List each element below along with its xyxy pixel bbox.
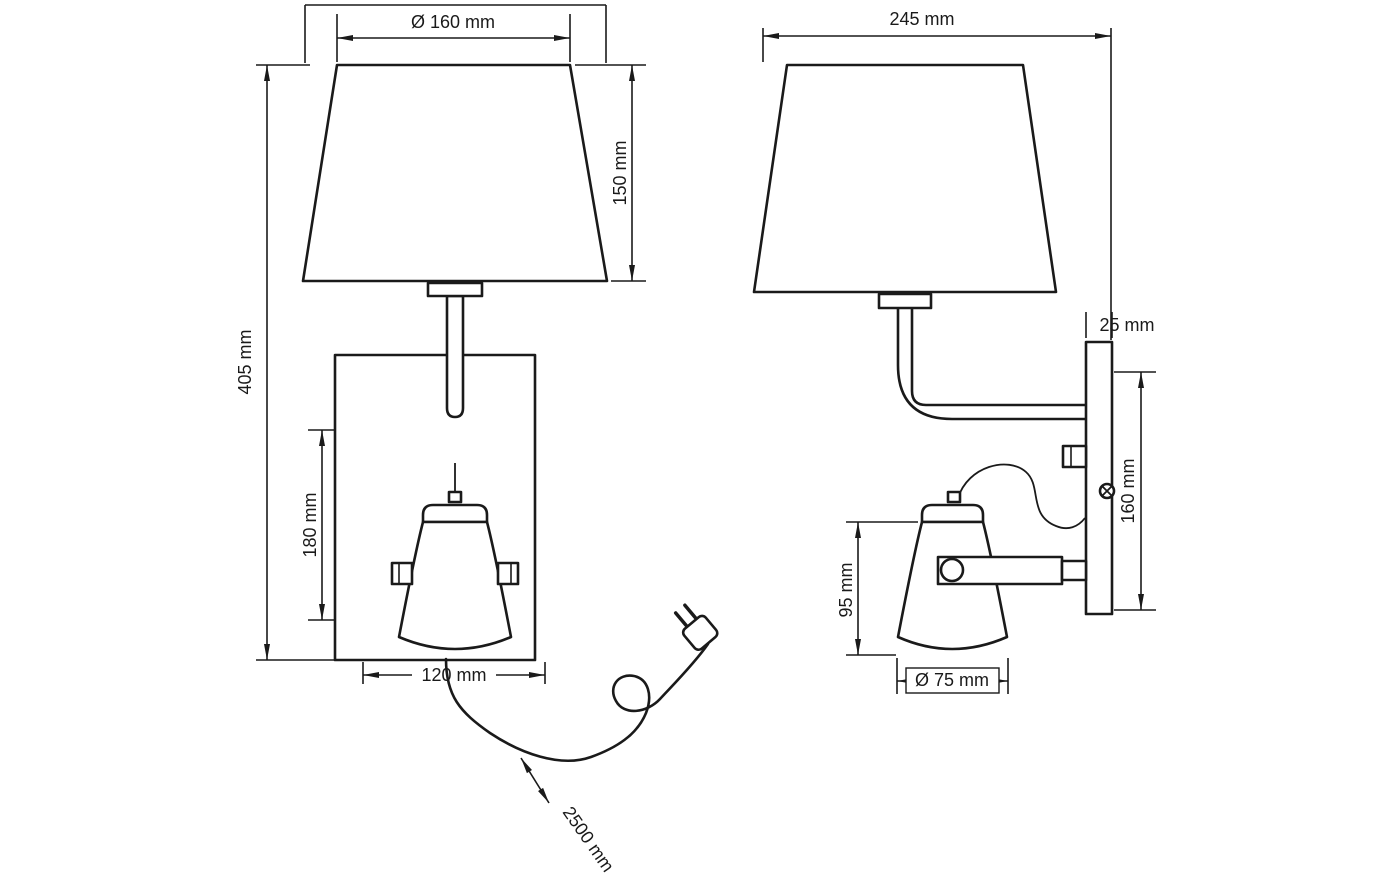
dim-label-spot-height: 95 mm (836, 562, 856, 617)
side-dim-spot-diameter: Ø 75 mm (896, 658, 1009, 694)
arm-inner (910, 308, 1086, 407)
plug-prong (683, 603, 699, 621)
spot-cap (421, 503, 489, 524)
plug (673, 603, 719, 652)
front-dim-shade-diameter: Ø 160 mm (336, 12, 571, 62)
side-view: 245 mm 25 mm 160 mm (752, 9, 1156, 694)
screw-cross (1101, 485, 1113, 497)
side-dim-spot-height: 95 mm (836, 521, 918, 656)
side-dim-plate-height: 160 mm (1114, 371, 1156, 611)
plate-screw (1098, 482, 1116, 500)
spot-cap (920, 503, 985, 524)
label-box (905, 667, 1000, 694)
side-spotlight (896, 490, 1088, 651)
spot-fitting (946, 490, 962, 504)
plug-body (681, 614, 719, 652)
dim-label-plate-depth: 25 mm (1099, 315, 1154, 335)
dim-label-overall-height: 405 mm (235, 329, 255, 394)
dim-label-backplate-width: 120 mm (421, 665, 486, 685)
dim-label-backplate-height: 180 mm (300, 492, 320, 557)
side-dim-overall-depth: 245 mm (762, 9, 1112, 340)
dim-label-overall-depth: 245 mm (889, 9, 954, 29)
spot-pivot (939, 557, 965, 583)
spot-fitting (447, 490, 463, 504)
side-arm-tube (896, 308, 1086, 421)
front-dim-cable-length: 2500 mm (520, 757, 618, 875)
front-dim-shade-height: 150 mm (575, 64, 646, 282)
front-view: 405 mm 180 mm (235, 4, 719, 875)
front-stem (445, 294, 465, 419)
arm-outer (896, 308, 1086, 421)
dim-label-spot-diameter: Ø 75 mm (915, 670, 989, 690)
side-shade (752, 63, 1058, 294)
side-shade-neck (877, 292, 933, 310)
dim-label-plate-height: 160 mm (1118, 458, 1138, 523)
spot-knob-right (496, 561, 520, 586)
side-spot-cord (957, 463, 1086, 530)
plug-prong (673, 611, 690, 629)
plate-switch-knob (1061, 444, 1088, 469)
power-cable (444, 603, 719, 762)
front-dim-backplate-width: 120 mm (362, 662, 546, 686)
dim-label-shade-diameter: Ø 160 mm (411, 12, 495, 32)
front-shade (301, 63, 609, 283)
front-top-extension-lines (304, 4, 607, 63)
spot-knob-left (390, 561, 414, 586)
spot-bell (896, 520, 1009, 651)
front-shade-neck (426, 281, 484, 298)
dim-arrow (520, 757, 550, 804)
dim-label-shade-height: 150 mm (610, 140, 630, 205)
cable-path (444, 642, 710, 762)
front-dim-overall-height: 405 mm (235, 64, 336, 661)
label-background (412, 663, 496, 686)
dim-label-cable-length: 2500 mm (559, 803, 618, 875)
front-dim-backplate-height: 180 mm (300, 429, 336, 621)
side-dim-plate-depth: 25 mm (1085, 312, 1155, 338)
side-wall-plate (1084, 340, 1114, 616)
front-spotlight (390, 490, 520, 651)
spot-mount-bar-end (1060, 559, 1088, 582)
